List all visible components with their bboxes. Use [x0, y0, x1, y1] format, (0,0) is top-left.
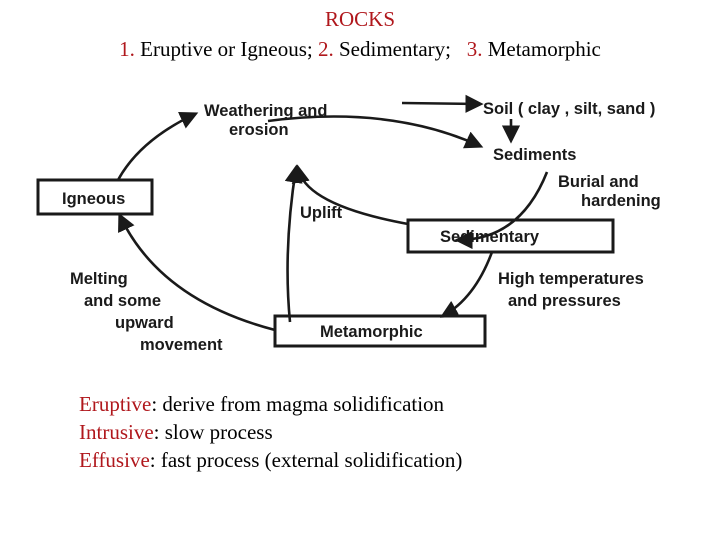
type-name-sedimentary: Sedimentary; [339, 37, 451, 61]
arrow-metamorphic-to-igneous [118, 212, 276, 332]
melting-label-line2: and some [84, 292, 161, 310]
note-eruptive: Eruptive: derive from magma solidificati… [79, 390, 462, 418]
metamorphic-label: Metamorphic [320, 323, 423, 341]
melting-label-line4: movement [140, 336, 223, 354]
note-text: : derive from magma solidification [151, 392, 445, 416]
soil-label: Soil ( clay , silt, sand ) [483, 100, 655, 118]
burial-label-line1: Burial and [558, 173, 639, 191]
type-name-igneous: Eruptive or Igneous; [140, 37, 313, 61]
arrow-erosion-to-sediments [267, 115, 484, 149]
note-term: Eruptive [79, 392, 152, 416]
arrow-igneous-to-weathering [116, 111, 199, 181]
note-term: Effusive [79, 448, 150, 472]
igneous-box [36, 178, 154, 216]
note-intrusive: Intrusive: slow process [79, 418, 462, 446]
note-effusive: Effusive: fast process (external solidif… [79, 446, 462, 474]
rock-types-line: 1. Eruptive or Igneous; 2. Sedimentary; … [0, 37, 720, 62]
weathering-label-line2: erosion [229, 121, 289, 139]
sediments-label: Sediments [493, 146, 576, 164]
type-name-metamorphic: Metamorphic [487, 37, 601, 61]
definitions: Eruptive: derive from magma solidificati… [79, 390, 462, 474]
note-text: : fast process (external solidification) [149, 448, 463, 472]
arrow-sediments-to-sedimentary [454, 171, 549, 250]
rock-cycle-diagram: Igneous Sedimentary Metamorphic Weatheri… [36, 94, 661, 354]
melting-label-line1: Melting [70, 270, 128, 288]
type-number-1: 1. [119, 37, 135, 61]
igneous-label: Igneous [62, 190, 125, 208]
sedimentary-box [406, 218, 615, 254]
type-number-3: 3. [466, 37, 483, 61]
high-temp-label-line2: and pressures [508, 292, 621, 310]
melting-label-line3: upward [115, 314, 174, 332]
arrow-metamorphic-uplift [284, 164, 303, 323]
burial-label-line2: hardening [581, 192, 661, 210]
high-temp-label-line1: High temperatures [498, 270, 644, 288]
metamorphic-box [273, 314, 487, 348]
page-title: ROCKS [324, 7, 396, 31]
weathering-label-line1: Weathering and [204, 102, 327, 120]
note-text: : slow process [153, 420, 273, 444]
sedimentary-label: Sedimentary [440, 228, 540, 246]
arrow-weathering-to-soil [401, 94, 484, 113]
uplift-label: Uplift [300, 204, 343, 222]
type-number-2: 2. [318, 37, 334, 61]
note-term: Intrusive [79, 420, 154, 444]
arrow-sedimentary-to-metamorphic [439, 251, 494, 318]
